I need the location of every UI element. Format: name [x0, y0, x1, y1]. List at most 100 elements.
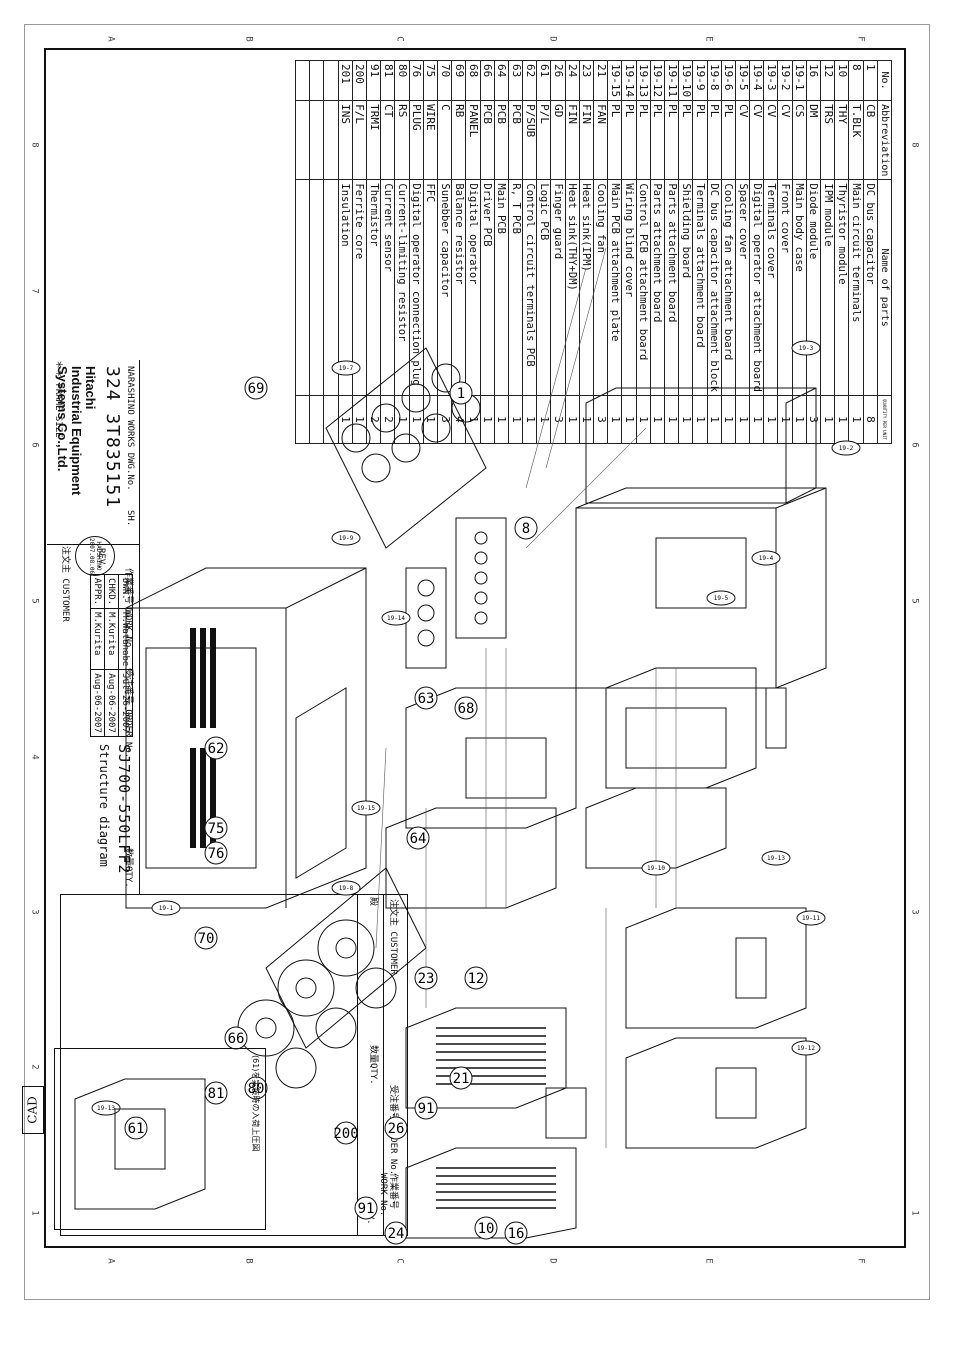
tag-ellipse [791, 340, 821, 356]
balloon-circle [194, 926, 218, 950]
main-circuit-terminal-block [405, 517, 507, 669]
balloon-callout: 62 [204, 736, 228, 760]
zone-label: 3 [909, 909, 920, 915]
balloon-circle [354, 1196, 378, 1220]
balloon-circle [414, 966, 438, 990]
balloon-circle [514, 516, 538, 540]
tag-ellipse [331, 530, 361, 546]
balloon-number: 200 [333, 1126, 358, 1142]
callout-tags: 19-319-219-419-519-719-919-1419-1519-131… [91, 340, 861, 1116]
balloon-callout: 70 [194, 926, 218, 950]
balloon-circle [124, 1116, 148, 1140]
tag-ellipse [831, 440, 861, 456]
zone-label: C [394, 36, 405, 42]
balloon-callout: 21 [449, 1066, 473, 1090]
balloon-circle [244, 1076, 268, 1100]
zone-label: 8 [29, 142, 40, 148]
zone-label: D [547, 36, 558, 42]
balloon-callout: 23 [414, 966, 438, 990]
inner-border [44, 48, 906, 1248]
tag-ellipse [641, 860, 671, 876]
balloon-circle [504, 1221, 528, 1245]
tag-ellipse [381, 610, 411, 626]
balloon-number: 68 [458, 701, 475, 717]
zone-label: B [243, 1258, 254, 1264]
balloon-callout: 24 [384, 1221, 408, 1245]
part-tag: 19-7 [331, 360, 361, 376]
balloon-callout: 12 [464, 966, 488, 990]
balloon-circle [204, 816, 228, 840]
balloon-number: 91 [358, 1201, 375, 1217]
balloon-callout: 16 [504, 1221, 528, 1245]
balloon-circle [204, 736, 228, 760]
tag-ellipse [751, 550, 781, 566]
balloon-number: 63 [418, 691, 435, 707]
zone-label: 1 [29, 1210, 40, 1216]
part-tag: 19-12 [791, 1040, 821, 1056]
tag-label: 19-12 [797, 1045, 815, 1052]
balloon-circle [384, 1221, 408, 1245]
part-tag: 19-13 [761, 850, 791, 866]
tag-label: 19-11 [802, 915, 820, 922]
tag-label: 19-13 [97, 1105, 115, 1112]
balloon-callout: 69 [244, 376, 268, 400]
zone-label: 7 [29, 288, 40, 294]
balloon-callout: 200 [333, 1121, 359, 1145]
callout-balloons: 1869636862757664701223668120080161091249… [124, 376, 538, 1245]
inset-drawing [74, 1078, 206, 1210]
zone-label: 4 [29, 754, 40, 760]
tag-label: 19-9 [339, 535, 354, 542]
balloon-callout: 63 [414, 686, 438, 710]
balloon-callout: 80 [244, 1076, 268, 1100]
balloon-callout: 8 [514, 516, 538, 540]
balloon-circle [406, 826, 430, 850]
tag-ellipse [791, 1040, 821, 1056]
zone-label: 6 [29, 442, 40, 448]
zone-label: E [703, 36, 714, 42]
zone-label: C [394, 1258, 405, 1264]
outer-border [24, 24, 930, 1300]
balloon-circle [449, 1066, 473, 1090]
balloon-number: 76 [208, 846, 225, 862]
zone-label: 5 [29, 598, 40, 604]
part-tag: 19-9 [331, 530, 361, 546]
balloon-callout: 81 [204, 1081, 228, 1105]
zone-label: E [703, 1258, 714, 1264]
balloon-number: 70 [198, 931, 215, 947]
tag-label: 19-2 [839, 445, 854, 452]
part-tag: 19-3 [791, 340, 821, 356]
zone-label: F [855, 1258, 866, 1264]
tag-label: 19-8 [339, 885, 354, 892]
tag-ellipse [91, 1100, 121, 1116]
balloon-callout: 61 [124, 1116, 148, 1140]
balloon-number: 81 [208, 1086, 225, 1102]
tag-label: 19-14 [387, 615, 405, 622]
zone-label: 5 [909, 598, 920, 604]
dc-bus-capacitors [325, 347, 487, 549]
main-body-case [125, 567, 367, 909]
tag-ellipse [331, 360, 361, 376]
balloon-callout: 26 [384, 1116, 408, 1140]
balloon-callout: 76 [204, 841, 228, 865]
balloon-number: 62 [208, 741, 225, 757]
tag-label: 19-5 [714, 595, 729, 602]
balloon-callout: 1 [449, 381, 473, 405]
tag-ellipse [796, 910, 826, 926]
balloon-callout: 91 [354, 1196, 378, 1220]
zone-label: D [547, 1258, 558, 1264]
tag-ellipse [331, 880, 361, 896]
balloon-number: 61 [128, 1121, 145, 1137]
balloon-number: 1 [457, 386, 465, 402]
tag-label: 19-13 [767, 855, 785, 862]
tag-label: 19-10 [647, 865, 665, 872]
part-tag: 19-2 [831, 440, 861, 456]
control-pcb-assembly [585, 667, 787, 869]
balloon-circle [474, 1216, 498, 1240]
balloon-number: 23 [418, 971, 435, 987]
balloon-callout: 91 [414, 1096, 438, 1120]
cad-stamp: CAD [22, 1086, 44, 1134]
balloon-number: 12 [468, 971, 485, 987]
balloon-circle [414, 1096, 438, 1120]
tag-label: 19-7 [339, 365, 354, 372]
